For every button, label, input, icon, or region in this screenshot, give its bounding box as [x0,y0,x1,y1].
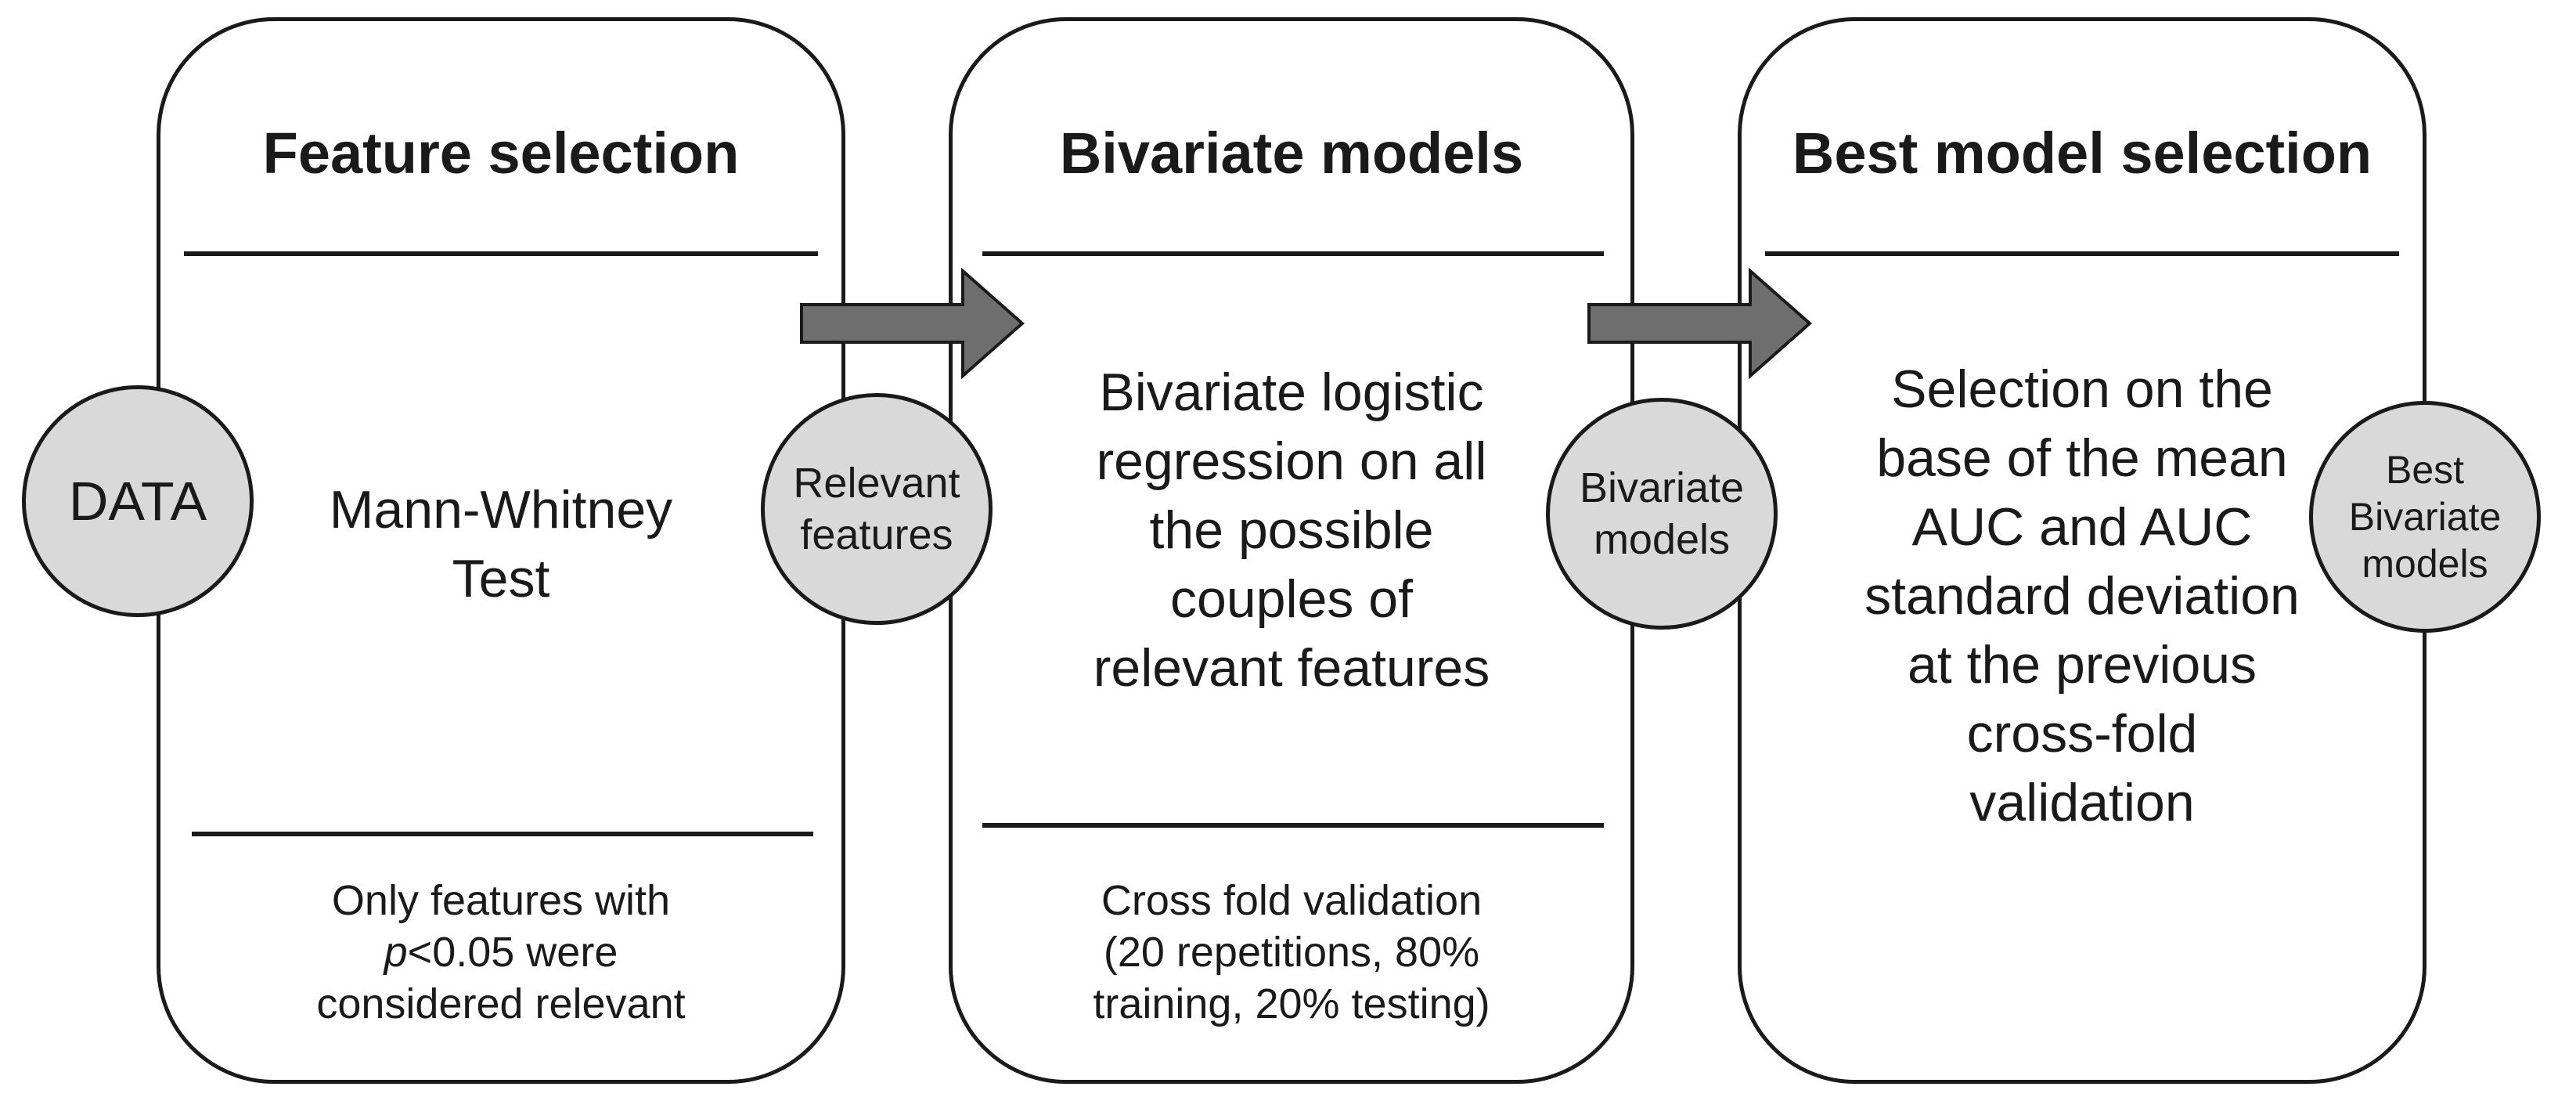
body-line: Test [452,549,550,608]
body-line: couples of [1170,569,1413,629]
panel-bivariate-models: Bivariate models Bivariate logistic regr… [949,17,1634,1084]
panel-feature-selection: Feature selection Mann-Whitney Test Only… [157,17,845,1084]
node-label: Bivariate [2348,495,2502,539]
node-label: models [1593,516,1731,563]
node-label: Best [2385,448,2465,492]
body-line: cross-fold [1966,704,2198,763]
body-line: validation [1969,773,2195,832]
node-label: Relevant [793,460,960,507]
data-node: DATA [22,385,254,617]
body-line: Selection on the [1891,359,2273,419]
panel-title: Best model selection [1792,121,2372,186]
panel-body: Bivariate logistic regression on all the… [953,358,1630,702]
body-line: the possible [1149,500,1434,560]
panel-title: Bivariate models [1059,121,1524,186]
body-line: standard deviation [1864,566,2300,626]
divider [192,832,813,836]
panel-best-model-selection: Best model selection Selection on the ba… [1738,17,2426,1084]
bivariate-models-node: Bivariate models [1546,398,1778,630]
footer-line: p<0.05 were [160,926,841,978]
node-label: DATA [68,471,207,532]
body-line: AUC and AUC [1911,497,2253,557]
panel-body: Selection on the base of the mean AUC an… [1742,355,2423,837]
body-line: Mann-Whitney [329,480,673,540]
footer-line: (20 repetitions, 80% [1103,929,1480,976]
panel-title: Feature selection [262,121,740,186]
panel-body: Mann-Whitney Test [160,475,841,613]
body-line: Bivariate logistic [1099,363,1484,422]
node-label: models [2362,542,2488,586]
body-line: regression on all [1096,431,1487,491]
divider [1765,251,2399,256]
divider [982,251,1604,256]
footer-line: Cross fold validation [1101,877,1483,924]
footer-line: considered relevant [316,980,686,1027]
p-symbol: p [384,929,408,976]
footer-line: training, 20% testing) [1093,980,1490,1027]
relevant-features-node: Relevant features [761,393,993,625]
right-arrow-icon [800,268,1025,379]
p-threshold: <0.05 were [407,929,618,976]
body-line: base of the mean [1876,428,2288,488]
panel-footer: Cross fold validation (20 repetitions, 8… [953,875,1630,1030]
right-arrow-icon [1587,268,1813,379]
divider [184,251,818,256]
best-bivariate-models-node: Best Bivariate models [2309,401,2541,633]
panel-footer: Only features with p<0.05 were considere… [160,875,841,1030]
footer-line: Only features with [331,877,671,924]
node-label: features [800,511,953,558]
body-line: relevant features [1093,638,1490,698]
divider [982,823,1604,828]
node-label: Bivariate [1579,464,1745,511]
body-line: at the previous [1907,635,2257,695]
